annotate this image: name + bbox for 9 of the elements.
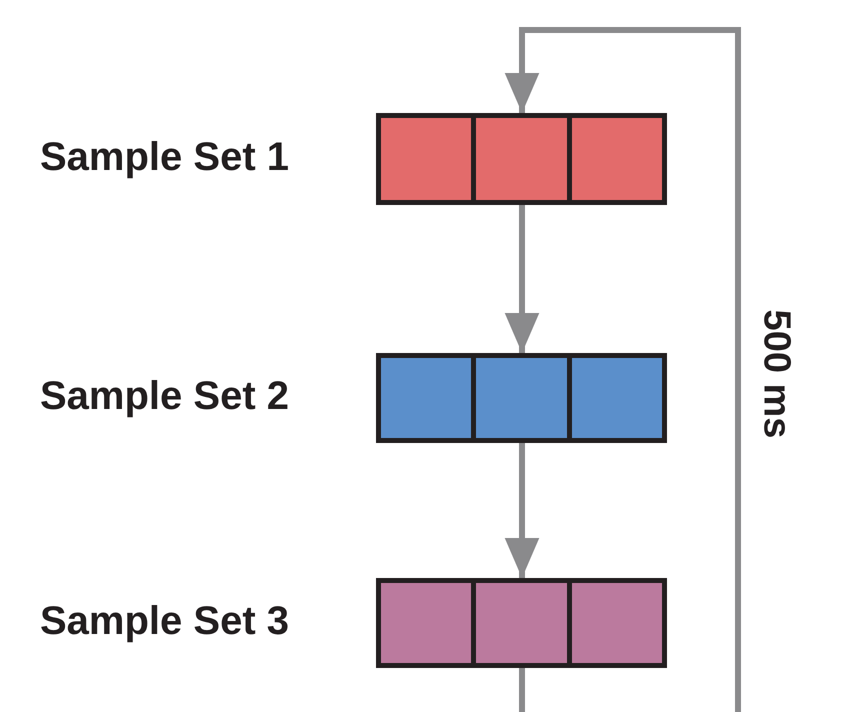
- row-label: Sample Set 2: [40, 376, 290, 416]
- color-bar: [376, 578, 667, 668]
- row-label: Sample Set 1: [40, 137, 290, 177]
- color-bar: [376, 113, 667, 205]
- arrow: [504, 205, 540, 353]
- arrow: [504, 27, 741, 712]
- color-bar: [376, 353, 667, 443]
- row-label: Sample Set 3: [40, 601, 290, 641]
- arrow: [504, 443, 540, 578]
